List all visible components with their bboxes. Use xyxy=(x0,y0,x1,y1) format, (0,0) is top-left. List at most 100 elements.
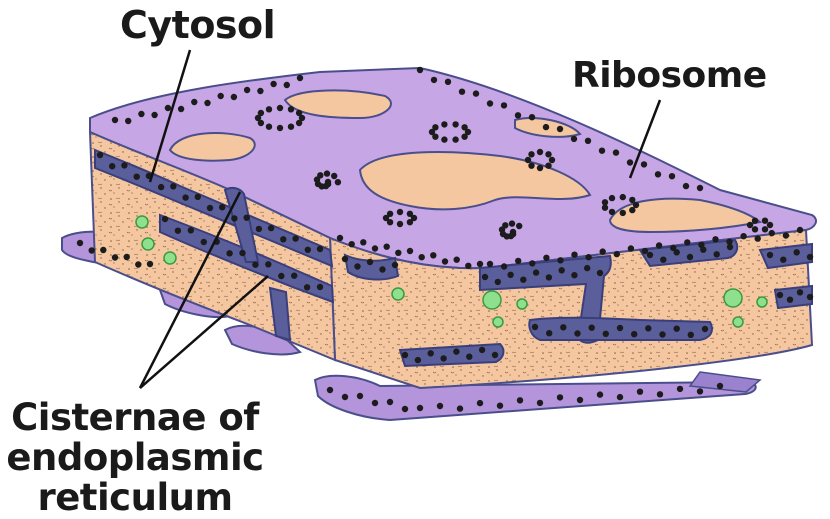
ribosome-dot xyxy=(397,209,403,215)
ribosome-dot xyxy=(609,195,615,201)
ribosome-dot xyxy=(727,244,733,250)
ribosome-dot xyxy=(515,258,521,264)
ribosome-dot xyxy=(687,254,693,260)
ribosome-dot xyxy=(777,292,783,298)
ribosome-dot xyxy=(627,159,633,165)
ribosome-dot xyxy=(482,274,488,280)
ribosome-dot xyxy=(175,228,181,234)
ribosome-dot xyxy=(452,136,458,142)
ribosome-dot xyxy=(268,225,274,231)
ribosome-dot xyxy=(487,261,493,267)
ribosome-dot xyxy=(445,79,451,85)
ribosome-dot xyxy=(752,218,758,224)
ribosome-dot xyxy=(244,87,250,93)
ribosome-dot xyxy=(501,102,507,108)
ribosome-dot xyxy=(360,239,366,245)
ribosome-dot xyxy=(453,348,459,354)
ribosome-dot xyxy=(266,106,272,112)
ribosome-dot xyxy=(342,256,348,262)
ribosome-dot xyxy=(509,220,515,226)
ribosome-dot xyxy=(740,233,746,239)
ribosome-dot xyxy=(597,391,603,397)
ribosome-dot xyxy=(437,403,443,409)
ribosome-dot xyxy=(109,163,115,169)
ribosome-dot xyxy=(428,350,434,356)
ribosome-dot xyxy=(392,262,398,268)
ribosome-dot xyxy=(337,235,343,241)
ribosome-dot xyxy=(207,205,213,211)
vesicle xyxy=(164,252,176,264)
vesicle xyxy=(493,317,503,327)
ribosome-dot xyxy=(97,152,103,158)
ribosome-dot xyxy=(473,90,479,96)
ribosome-dot xyxy=(278,273,284,279)
ribosome-dot xyxy=(459,89,465,95)
vesicle xyxy=(733,317,743,327)
ribosome-label: Ribosome xyxy=(572,58,767,94)
ribosome-dot xyxy=(151,112,157,118)
ribosome-dot xyxy=(397,221,403,227)
vesicle xyxy=(483,291,501,309)
ribosome-dot xyxy=(305,247,311,253)
ribosome-dot xyxy=(465,263,471,269)
ribosome-dot xyxy=(603,331,609,337)
ribosome-dot xyxy=(697,185,703,191)
ribosome-dot xyxy=(546,330,552,336)
ribosome-dot xyxy=(609,209,615,215)
ribosome-dot xyxy=(407,219,413,225)
ribosome-dot xyxy=(277,105,283,111)
ribosome-dot xyxy=(170,183,176,189)
ribosome-dot xyxy=(270,81,276,87)
ribosome-dot xyxy=(767,252,773,258)
ribosome-dot xyxy=(387,211,393,217)
ribosome-dot xyxy=(529,114,535,120)
ribosome-dot xyxy=(280,236,286,242)
ribosome-dot xyxy=(571,252,577,258)
ribosome-dot xyxy=(457,405,463,411)
ribosome-dot xyxy=(507,272,513,278)
ribosome-dot xyxy=(277,125,283,131)
ribosome-dot xyxy=(620,194,626,200)
ribosome-dot xyxy=(147,261,153,267)
ribosome-dot xyxy=(349,241,355,247)
ribosome-dot xyxy=(597,270,603,276)
ribosome-dot xyxy=(461,124,467,130)
ribosome-dot xyxy=(432,124,438,130)
ribosome-dot xyxy=(613,149,619,155)
ribosome-dot xyxy=(419,254,425,260)
ribosome-dot xyxy=(354,263,360,269)
ribosome-dot xyxy=(674,326,680,332)
ribosome-dot xyxy=(585,254,591,260)
ribosome-dot xyxy=(617,325,623,331)
ribosome-dot xyxy=(752,226,758,232)
vesicle xyxy=(757,297,767,307)
ribosome-dot xyxy=(430,252,436,258)
ribosome-dot xyxy=(629,207,635,213)
ribosome-dot xyxy=(700,247,706,253)
ribosome-dot xyxy=(431,77,437,83)
ribosome-dot xyxy=(656,242,662,248)
ribosome-dot xyxy=(188,227,194,233)
ribosome-dot xyxy=(714,251,720,257)
ribosome-dot xyxy=(284,82,290,88)
ribosome-dot xyxy=(697,388,703,394)
ribosome-dot xyxy=(497,403,503,409)
ribosome-dot xyxy=(244,215,250,221)
vesicle xyxy=(136,216,148,228)
ribosome-dot xyxy=(762,226,768,232)
ribosome-dot xyxy=(331,173,337,179)
ribosome-dot xyxy=(372,400,378,406)
ribosome-dot xyxy=(517,397,523,403)
ribosome-dot xyxy=(528,151,534,157)
ribosome-dot xyxy=(807,294,813,300)
ribosome-dot xyxy=(219,204,225,210)
ribosome-dot xyxy=(533,269,539,275)
ribosome-dot xyxy=(195,194,201,200)
ribosome-dot xyxy=(317,246,323,252)
ribosome-dot xyxy=(633,202,639,208)
ribosome-dot xyxy=(384,244,390,250)
ribosome-dot xyxy=(589,325,595,331)
ribosome-dot xyxy=(783,232,789,238)
ribosome-dot xyxy=(557,257,563,263)
ribosome-dot xyxy=(266,124,272,130)
